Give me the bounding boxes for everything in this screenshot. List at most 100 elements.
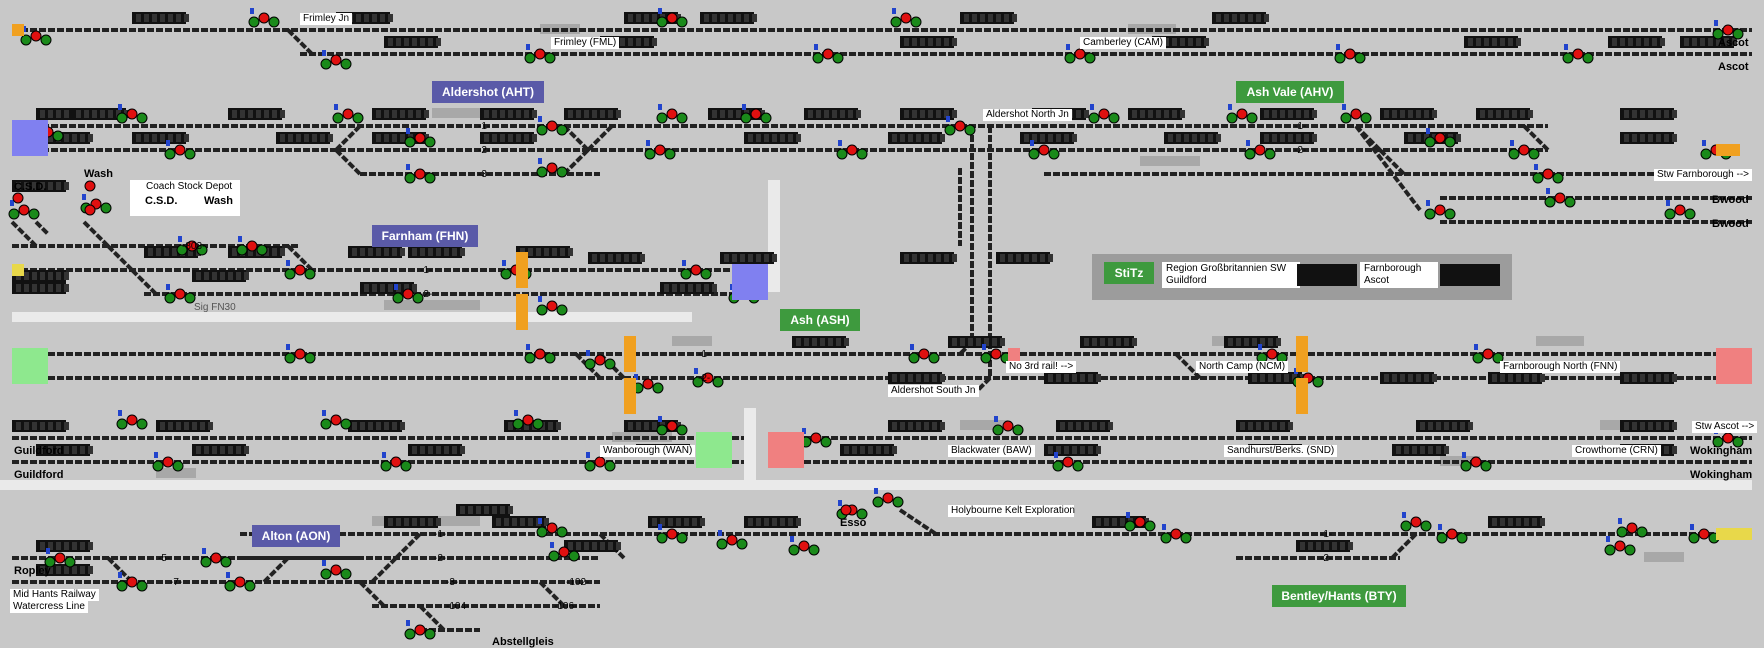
- signal-icon[interactable]: [908, 352, 920, 364]
- signal-icon[interactable]: [1354, 52, 1366, 64]
- signal-icon[interactable]: [1244, 148, 1256, 160]
- signal-icon[interactable]: [256, 244, 268, 256]
- signal-icon[interactable]: [1544, 196, 1556, 208]
- signal-icon[interactable]: [40, 34, 52, 46]
- signal-icon[interactable]: [558, 546, 570, 558]
- track-segment[interactable]: [586, 124, 614, 152]
- signal-icon[interactable]: [546, 162, 558, 174]
- signal-icon[interactable]: [1144, 520, 1156, 532]
- signal-icon[interactable]: [556, 304, 568, 316]
- signal-icon[interactable]: [414, 132, 426, 144]
- signal-icon[interactable]: [1052, 460, 1064, 472]
- occupied-section[interactable]: [516, 294, 528, 330]
- signal-icon[interactable]: [1226, 112, 1238, 124]
- signal-icon[interactable]: [84, 204, 96, 216]
- signal-icon[interactable]: [392, 292, 404, 304]
- signal-icon[interactable]: [1254, 144, 1266, 156]
- signal-icon[interactable]: [604, 358, 616, 370]
- signal-icon[interactable]: [244, 580, 256, 592]
- signal-icon[interactable]: [236, 244, 248, 256]
- signal-icon[interactable]: [568, 550, 580, 562]
- signal-icon[interactable]: [284, 352, 296, 364]
- signal-icon[interactable]: [548, 550, 560, 562]
- signal-icon[interactable]: [700, 268, 712, 280]
- signal-icon[interactable]: [656, 112, 668, 124]
- signal-icon[interactable]: [1482, 348, 1494, 360]
- track-segment[interactable]: [1174, 352, 1202, 380]
- signal-icon[interactable]: [1420, 520, 1432, 532]
- signal-icon[interactable]: [546, 300, 558, 312]
- signal-icon[interactable]: [512, 418, 524, 430]
- track-segment[interactable]: [976, 376, 992, 392]
- occupied-section[interactable]: [624, 336, 636, 372]
- signal-icon[interactable]: [900, 12, 912, 24]
- signal-icon[interactable]: [404, 136, 416, 148]
- signal-icon[interactable]: [196, 244, 208, 256]
- signal-icon[interactable]: [404, 172, 416, 184]
- signal-icon[interactable]: [136, 580, 148, 592]
- signal-icon[interactable]: [524, 52, 536, 64]
- signal-icon[interactable]: [736, 538, 748, 550]
- signal-icon[interactable]: [54, 552, 66, 564]
- signal-icon[interactable]: [1664, 208, 1676, 220]
- signal-icon[interactable]: [210, 552, 222, 564]
- signal-icon[interactable]: [402, 288, 414, 300]
- signal-icon[interactable]: [1124, 520, 1136, 532]
- occupied-section[interactable]: [1296, 336, 1308, 372]
- signal-icon[interactable]: [556, 526, 568, 538]
- signal-icon[interactable]: [832, 52, 844, 64]
- signal-icon[interactable]: [726, 534, 738, 546]
- signal-icon[interactable]: [1712, 436, 1724, 448]
- signal-icon[interactable]: [890, 16, 902, 28]
- exit-marker-blackwater[interactable]: [768, 432, 804, 468]
- signal-icon[interactable]: [954, 120, 966, 132]
- signal-icon[interactable]: [1088, 112, 1100, 124]
- signal-icon[interactable]: [136, 112, 148, 124]
- signal-icon[interactable]: [340, 568, 352, 580]
- signal-icon[interactable]: [100, 202, 112, 214]
- signal-icon[interactable]: [544, 52, 556, 64]
- signal-icon[interactable]: [1460, 460, 1472, 472]
- signal-icon[interactable]: [424, 136, 436, 148]
- signal-icon[interactable]: [656, 532, 668, 544]
- signal-icon[interactable]: [64, 556, 76, 568]
- signal-icon[interactable]: [164, 292, 176, 304]
- signal-icon[interactable]: [234, 576, 246, 588]
- track-segment[interactable]: [538, 580, 566, 608]
- signal-icon[interactable]: [200, 556, 212, 568]
- signal-icon[interactable]: [882, 492, 894, 504]
- signal-icon[interactable]: [330, 564, 342, 576]
- signal-icon[interactable]: [30, 30, 42, 42]
- track-segment[interactable]: [562, 124, 590, 152]
- signal-icon[interactable]: [1170, 528, 1182, 540]
- signal-icon[interactable]: [980, 352, 992, 364]
- signal-icon[interactable]: [1264, 148, 1276, 160]
- exit-marker-stw-farnborough[interactable]: [1716, 144, 1740, 156]
- signal-icon[interactable]: [1532, 172, 1544, 184]
- signal-icon[interactable]: [320, 58, 332, 70]
- signal-icon[interactable]: [330, 54, 342, 66]
- signal-icon[interactable]: [1624, 544, 1636, 556]
- signal-icon[interactable]: [352, 112, 364, 124]
- signal-icon[interactable]: [172, 460, 184, 472]
- signal-icon[interactable]: [918, 348, 930, 360]
- track-segment[interactable]: [898, 508, 938, 536]
- area-alton[interactable]: Alton (AON): [252, 525, 340, 547]
- exit-marker-farnham[interactable]: [12, 264, 24, 276]
- signal-icon[interactable]: [1266, 348, 1278, 360]
- track-segment[interactable]: [106, 244, 134, 272]
- signal-icon[interactable]: [1344, 48, 1356, 60]
- area-ash-vale[interactable]: Ash Vale (AHV): [1236, 81, 1344, 103]
- signal-icon[interactable]: [116, 418, 128, 430]
- signal-icon[interactable]: [1472, 352, 1484, 364]
- signal-icon[interactable]: [556, 124, 568, 136]
- signal-icon[interactable]: [1062, 456, 1074, 468]
- track-segment[interactable]: [106, 556, 134, 584]
- signal-icon[interactable]: [1554, 192, 1566, 204]
- signal-icon[interactable]: [184, 292, 196, 304]
- signal-icon[interactable]: [126, 414, 138, 426]
- signal-icon[interactable]: [664, 148, 676, 160]
- signal-icon[interactable]: [294, 264, 306, 276]
- signal-icon[interactable]: [1400, 520, 1412, 532]
- signal-icon[interactable]: [400, 460, 412, 472]
